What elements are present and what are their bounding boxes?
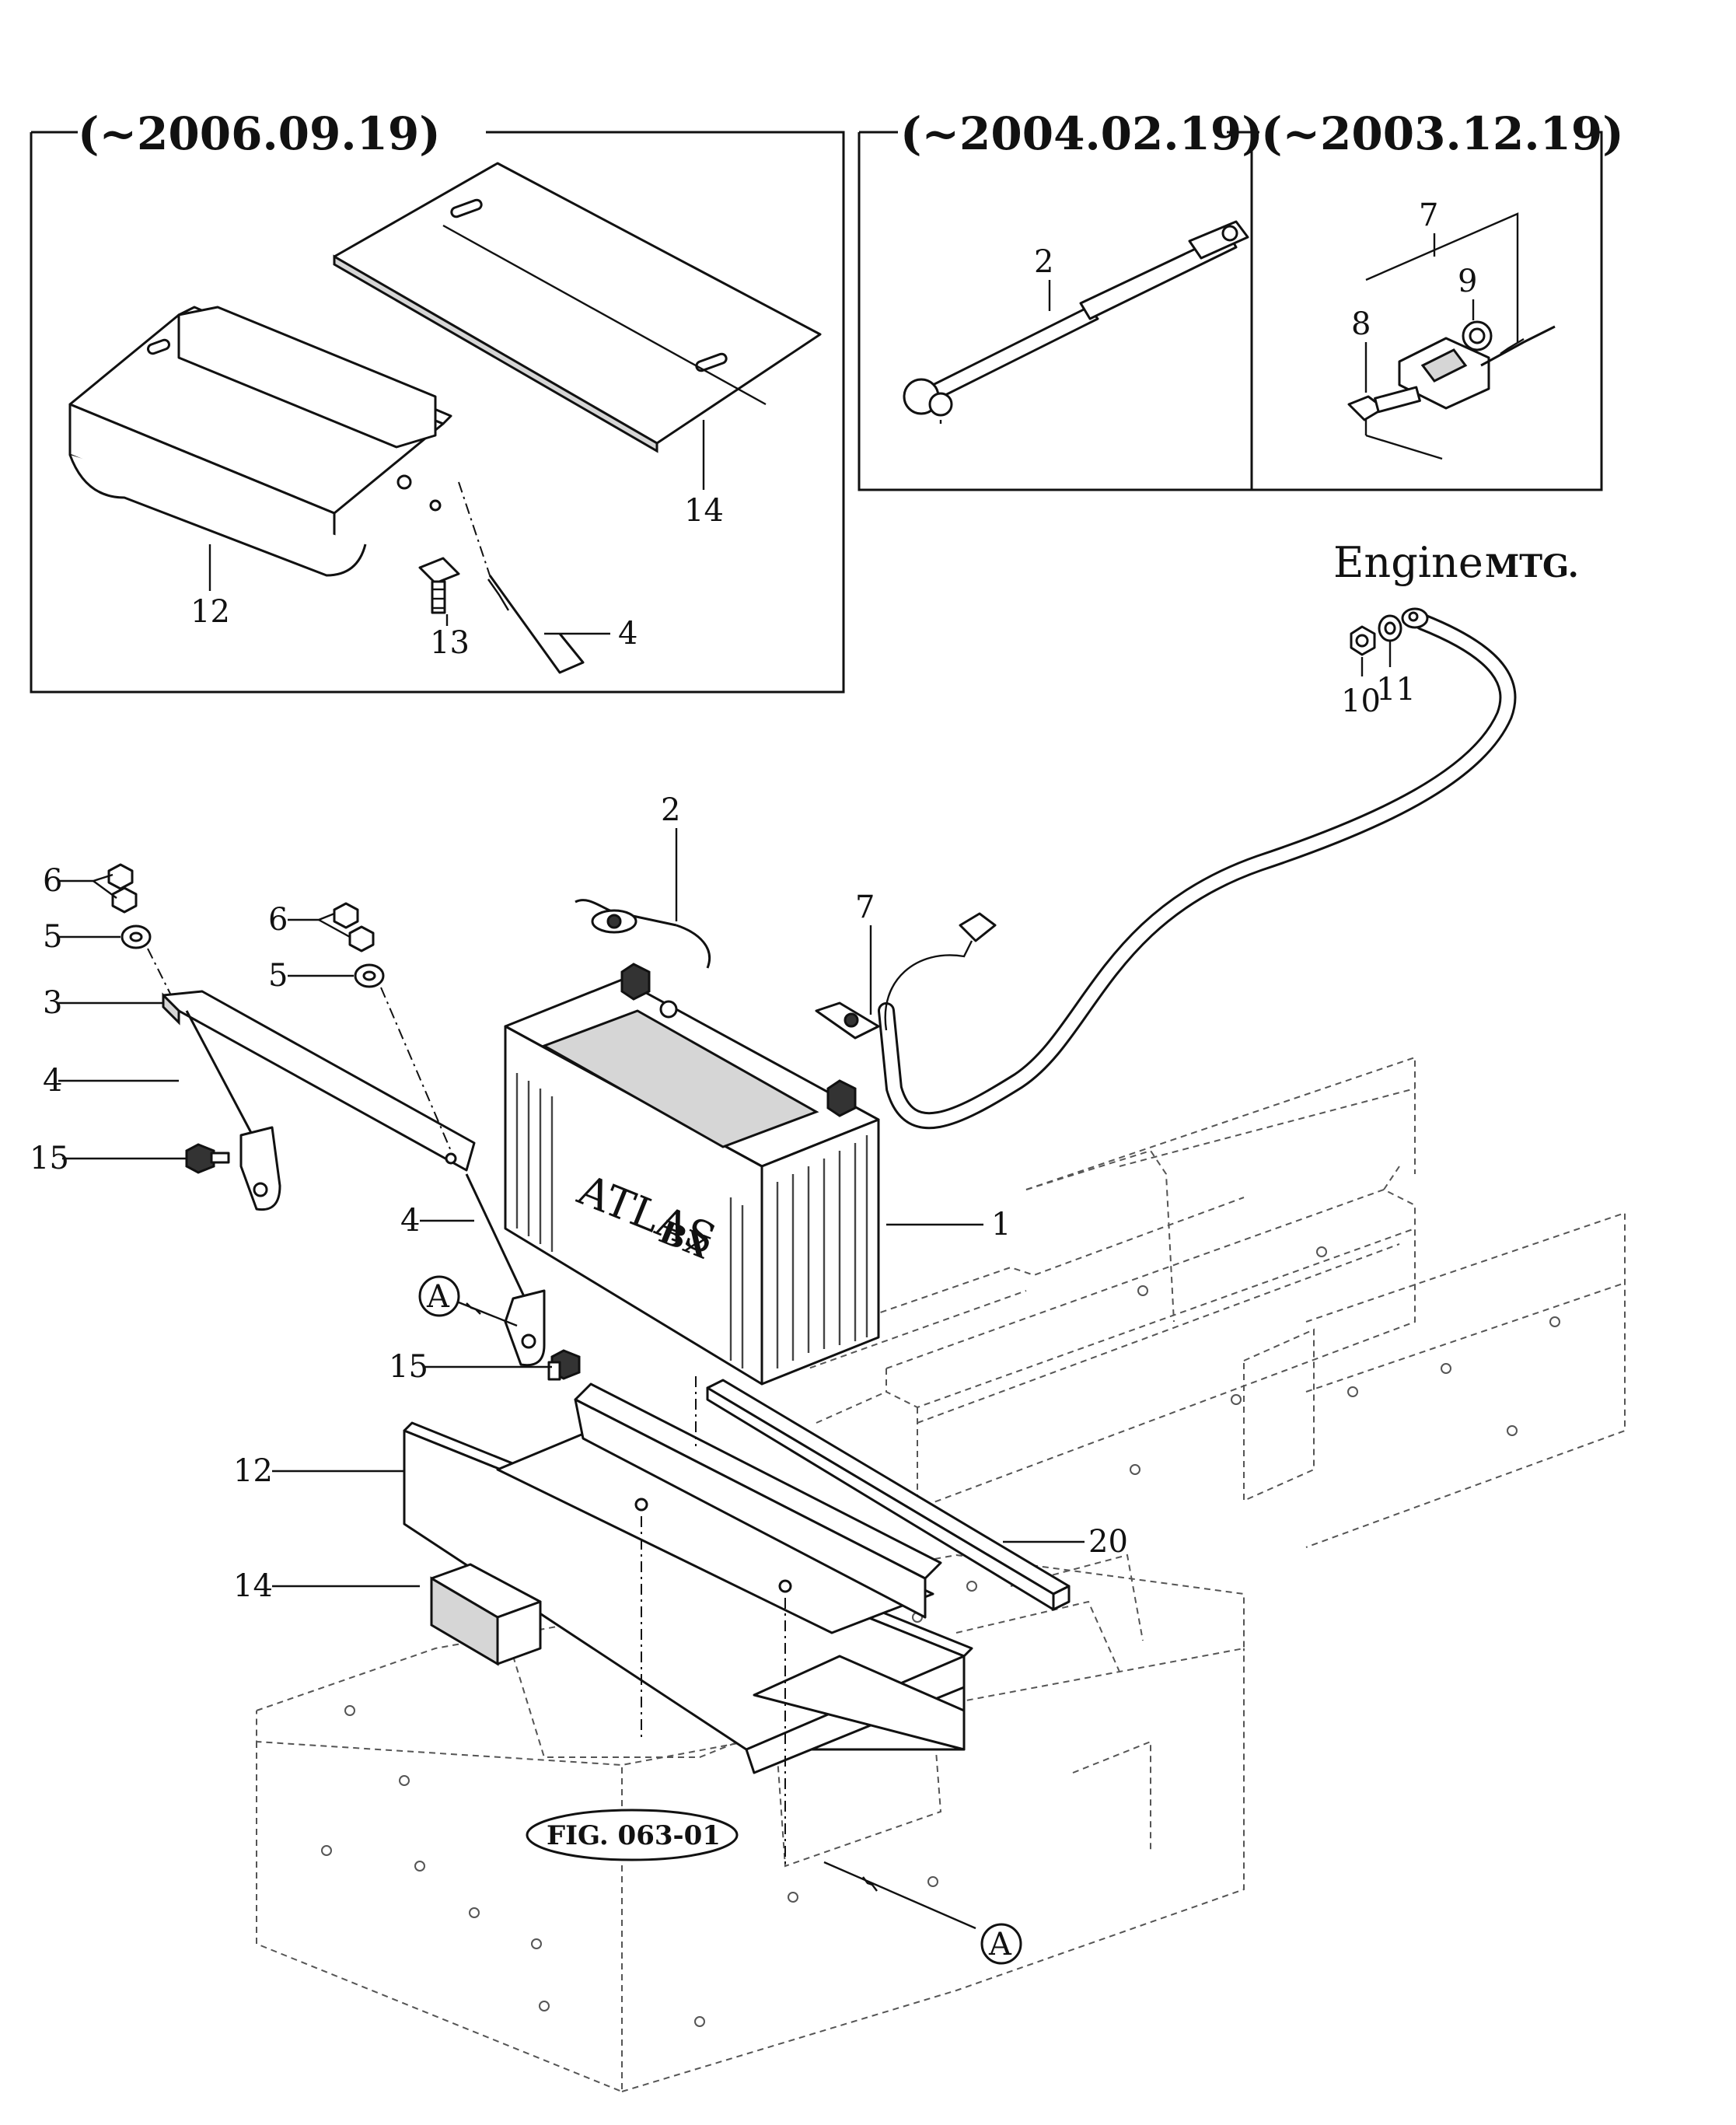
engine-mtg-main: Engine: [1333, 538, 1483, 587]
callout-15-left: 15: [30, 1141, 69, 1176]
inset-left-callout-12: 12: [190, 594, 230, 630]
tray-spacer: [706, 1379, 1071, 1611]
inset-right-group: (~2004.02.19) (~2003.12.19) 2 7: [858, 107, 1624, 491]
battery-cable-positive: [575, 899, 711, 969]
hold-down-bolts: [185, 1143, 581, 1381]
callout-12-main: 12: [233, 1453, 273, 1489]
inset-left-callout-13: 13: [430, 625, 470, 661]
callout-6-mid: 6: [268, 902, 288, 938]
view-a-marker-lower-label: A: [988, 1927, 1012, 1962]
view-a-marker-lower: A: [823, 1861, 1022, 1965]
left-nuts-washers: [107, 863, 152, 949]
inset-middle-cable: [903, 220, 1249, 424]
callout-14-main: 14: [233, 1568, 273, 1604]
inset-right-clamp: [1347, 320, 1556, 421]
engine-mtg-suffix: MTG.: [1485, 548, 1579, 585]
inset-left-callout-14: 14: [684, 493, 724, 529]
inset-right-callout-8: 8: [1351, 306, 1371, 342]
inset-right-date: (~2003.12.19): [1261, 107, 1624, 160]
mid-nuts-washers: [333, 902, 385, 988]
view-a-marker-upper: A: [418, 1275, 518, 1327]
callout-4-left: 4: [43, 1063, 62, 1099]
inset-cover-plate: [333, 162, 822, 453]
callout-15-mid: 15: [389, 1349, 428, 1385]
callout-3: 3: [43, 985, 62, 1021]
inset-tray: [68, 306, 452, 577]
callout-10: 10: [1341, 683, 1381, 719]
callout-11: 11: [1376, 672, 1416, 708]
callout-5-mid: 5: [268, 958, 288, 994]
callout-4-mid: 4: [400, 1203, 420, 1239]
inset-bolt: [418, 557, 460, 614]
battery-clamp-negative: [815, 912, 997, 1040]
inset-right-callout-9: 9: [1458, 264, 1477, 299]
inset-rod: [458, 481, 585, 674]
hold-down-bar: [162, 990, 476, 1172]
engine-mtg-label: Engine MTG.: [1333, 538, 1579, 587]
fig-reference: FIG. 063-01: [526, 1809, 739, 1861]
hold-down-rods: [185, 1010, 546, 1367]
engine-nut-washer: [1350, 614, 1402, 656]
inset-middle-callout-2: 2: [1034, 244, 1053, 280]
callout-20: 20: [1088, 1524, 1128, 1560]
inset-right-callout-7: 7: [1419, 197, 1438, 233]
tray-block: [430, 1563, 542, 1666]
view-a-marker-upper-label: A: [426, 1279, 450, 1315]
callout-7: 7: [855, 889, 875, 925]
inset-left: (~2006.09.19): [30, 107, 845, 694]
callout-1: 1: [991, 1207, 1011, 1242]
inset-left-date: (~2006.09.19): [78, 107, 441, 160]
inset-left-callout-4: 4: [618, 616, 637, 652]
battery-tray: [403, 1382, 973, 1774]
ground-cable: [878, 607, 1517, 1130]
callout-5-left: 5: [43, 919, 62, 955]
inset-middle-date: (~2004.02.19): [900, 107, 1263, 160]
callout-6-left: 6: [43, 863, 62, 899]
fig-reference-label: FIG. 063-01: [547, 1820, 721, 1851]
callout-2: 2: [661, 792, 680, 828]
